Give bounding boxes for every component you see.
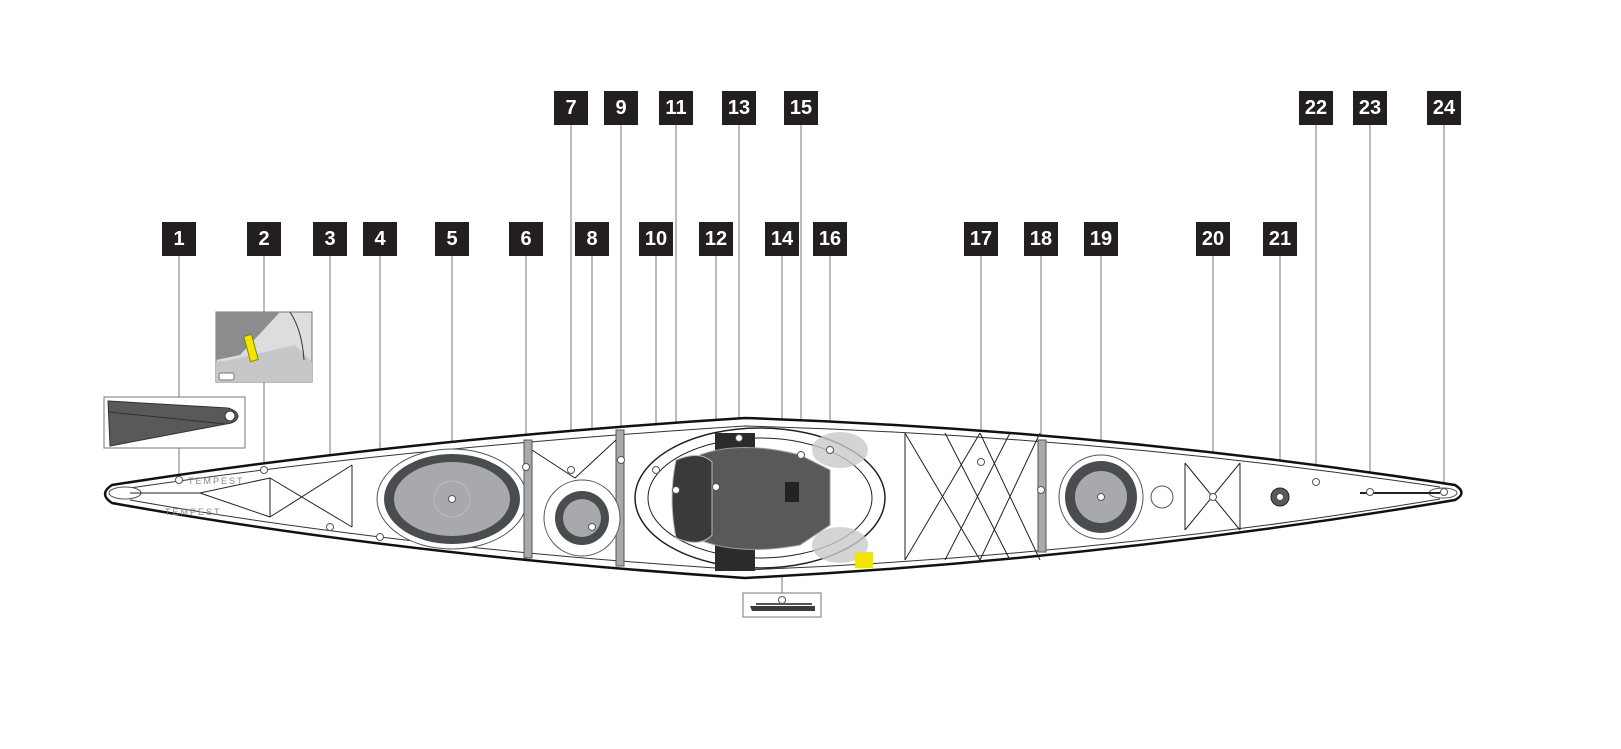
callout-11: 11	[659, 91, 693, 125]
leader-dot-12	[712, 483, 720, 491]
leader-dot-1	[175, 476, 183, 484]
leader-dot-8	[588, 523, 596, 531]
leader-dot-20	[1209, 493, 1217, 501]
leader-dot-17	[977, 458, 985, 466]
callout-21: 21	[1263, 222, 1297, 256]
callout-9: 9	[604, 91, 638, 125]
yellow-tag	[855, 552, 873, 568]
callout-18: 18	[1024, 222, 1058, 256]
callout-23: 23	[1353, 91, 1387, 125]
callout-8: 8	[575, 222, 609, 256]
leader-dot-16	[826, 446, 834, 454]
leader-dot-15	[797, 451, 805, 459]
leader-dot-24	[1440, 488, 1448, 496]
callout-14: 14	[765, 222, 799, 256]
model-name-bow-bottom: TEMPEST	[165, 507, 222, 517]
skeg-inset	[103, 396, 246, 449]
leader-dot-3	[326, 523, 334, 531]
callout-10: 10	[639, 222, 673, 256]
callout-6: 6	[509, 222, 543, 256]
leader-dot-4	[376, 533, 384, 541]
kayak-hull: TEMPEST TEMPEST	[103, 416, 1463, 580]
callout-24: 24	[1427, 91, 1461, 125]
callout-17: 17	[964, 222, 998, 256]
leader-dot-5	[448, 495, 456, 503]
leader-dot-6	[522, 463, 530, 471]
leader-dot-23	[1366, 488, 1374, 496]
model-name-bow-top: TEMPEST	[188, 476, 245, 486]
callout-22: 22	[1299, 91, 1333, 125]
leader-dot-13	[735, 434, 743, 442]
leader-dot-7	[567, 466, 575, 474]
callout-13: 13	[722, 91, 756, 125]
leader-dot-22	[1312, 478, 1320, 486]
callout-19: 19	[1084, 222, 1118, 256]
callout-3: 3	[313, 222, 347, 256]
skeg-spring-inset	[215, 311, 313, 383]
leader-dot-19	[1097, 493, 1105, 501]
callout-7: 7	[554, 91, 588, 125]
leader-dots	[175, 434, 1448, 604]
leader-dot-11	[672, 486, 680, 494]
callout-12: 12	[699, 222, 733, 256]
callout-1: 1	[162, 222, 196, 256]
leader-dot-14	[778, 596, 786, 604]
leader-dot-10	[652, 466, 660, 474]
callout-20: 20	[1196, 222, 1230, 256]
leader-dot-21	[1276, 493, 1284, 501]
leader-dot-9	[617, 456, 625, 464]
callout-2: 2	[247, 222, 281, 256]
callout-5: 5	[435, 222, 469, 256]
callout-4: 4	[363, 222, 397, 256]
leader-dot-2	[260, 466, 268, 474]
callout-15: 15	[784, 91, 818, 125]
callout-16: 16	[813, 222, 847, 256]
leader-dot-18	[1037, 486, 1045, 494]
